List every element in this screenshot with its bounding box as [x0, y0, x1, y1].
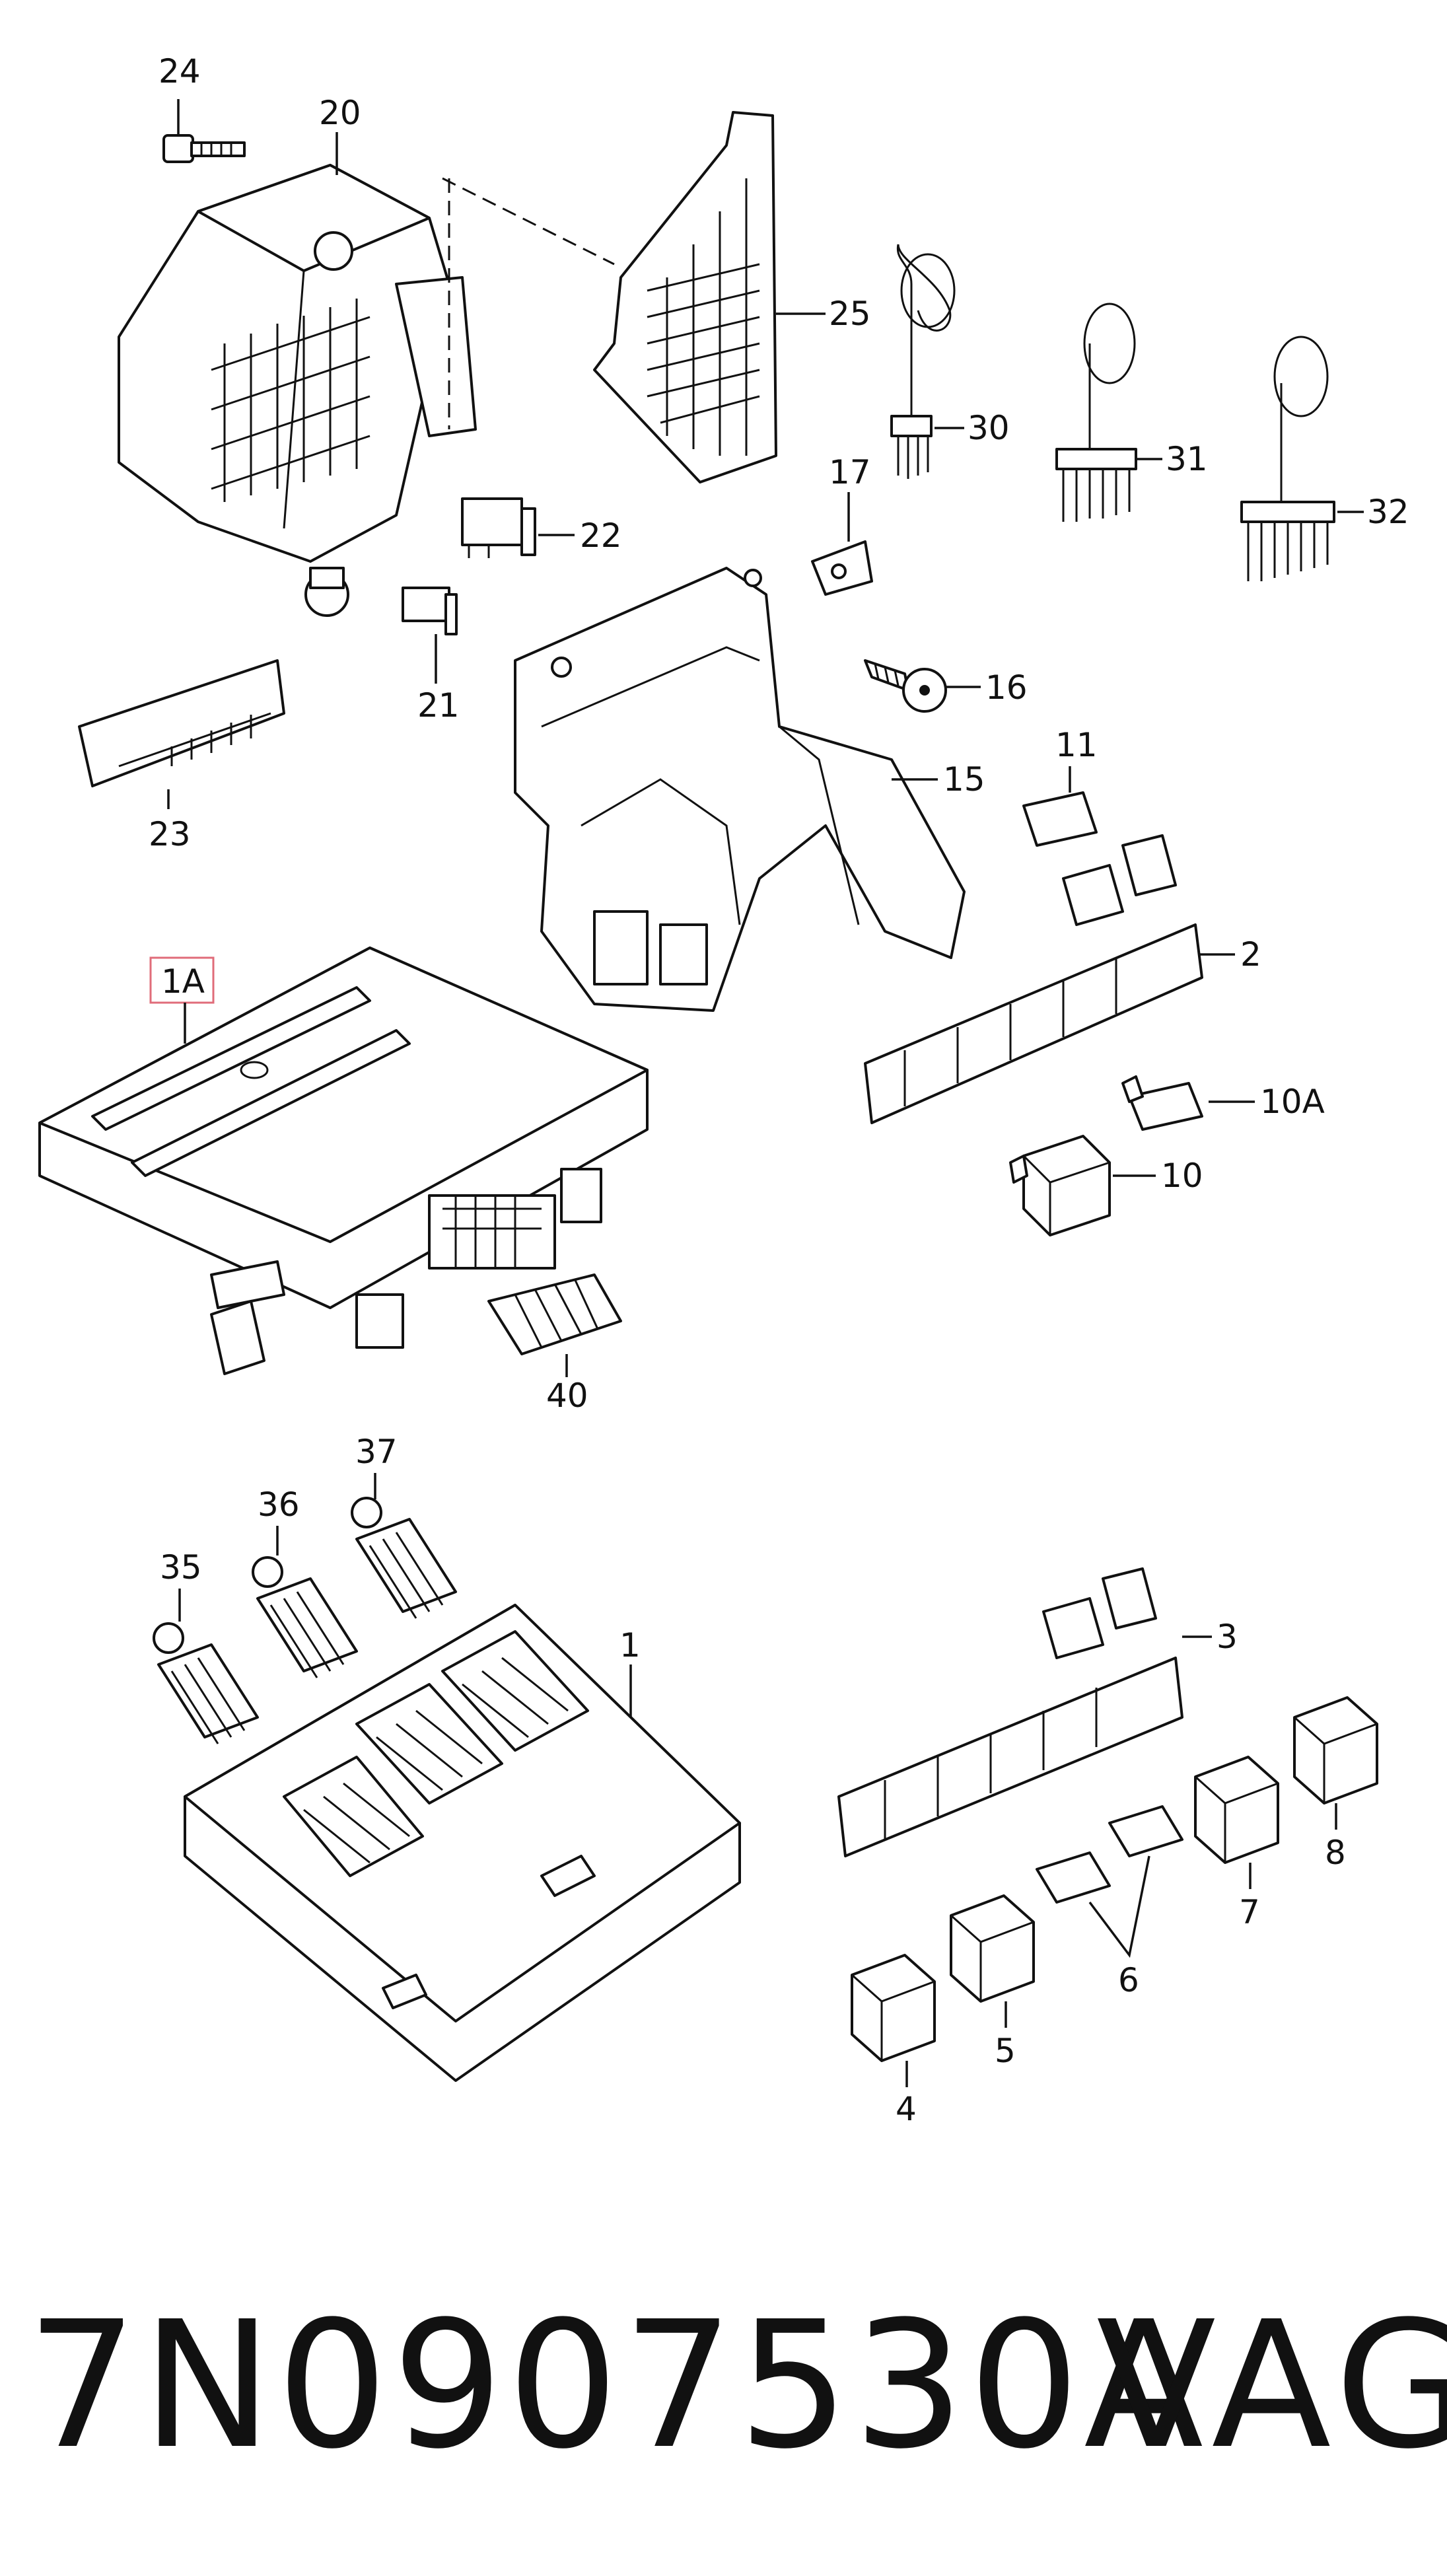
screw-part-16: [864, 659, 947, 713]
relay-part-4: [851, 1954, 936, 2062]
relay-part-10: [1009, 1135, 1111, 1236]
connector-part-36: [252, 1556, 358, 1678]
fuses-part-6: [1036, 1805, 1183, 1904]
leader-6: [1088, 1855, 1150, 1958]
label-16: 16: [985, 668, 1028, 707]
relay-part-8: [1293, 1696, 1378, 1805]
label-1: 1: [619, 1626, 641, 1664]
label-1A-highlight-box: [149, 956, 215, 1004]
label-5: 5: [995, 2032, 1016, 2070]
label-40: 40: [546, 1377, 588, 1415]
cover-panel-part-25: [593, 111, 777, 483]
fuse-part-22: [461, 497, 536, 558]
connector-part-35: [153, 1622, 259, 1744]
relay-part-11: [1022, 791, 1098, 847]
label-24: 24: [159, 52, 201, 90]
clip-part-17: [811, 540, 873, 596]
fuse-box-carrier-part-20: [118, 164, 477, 617]
relay-part-5: [950, 1894, 1035, 2003]
connector-part-30: [890, 244, 956, 479]
bracket-part-15: [514, 567, 966, 1012]
label-10A: 10A: [1260, 1083, 1325, 1121]
label-20: 20: [319, 94, 361, 132]
label-11: 11: [1055, 726, 1098, 764]
connector-part-32: [1240, 336, 1335, 581]
brand-text: VAG: [1096, 2284, 1447, 2487]
connector-part-31: [1055, 303, 1137, 522]
control-unit-part-1A: [38, 947, 649, 1375]
label-15: 15: [943, 760, 985, 799]
label-1A: 1A: [161, 962, 205, 1001]
mini-fuse-part-21: [402, 587, 458, 635]
label-7: 7: [1239, 1893, 1260, 1931]
bolt-part-24: [162, 134, 246, 163]
connector-part-37: [351, 1497, 457, 1619]
part-number-text: 7N0907530A: [26, 2284, 1208, 2487]
label-21: 21: [417, 686, 460, 725]
label-31: 31: [1166, 440, 1208, 478]
label-32: 32: [1367, 493, 1409, 531]
label-3: 3: [1217, 1618, 1238, 1656]
label-22: 22: [580, 517, 622, 555]
label-2: 2: [1240, 935, 1261, 974]
control-unit-part-1: [184, 1604, 741, 2082]
label-10: 10: [1161, 1157, 1203, 1195]
label-23: 23: [149, 815, 191, 853]
relay-part-7: [1194, 1756, 1279, 1864]
label-6: 6: [1118, 1961, 1139, 1999]
plug-part-40: [487, 1273, 622, 1355]
assembly-line-20-25: [442, 177, 615, 266]
relay-holder-part-3: [837, 1567, 1183, 1857]
label-4: 4: [896, 2090, 917, 2128]
label-37: 37: [355, 1433, 398, 1471]
label-30: 30: [968, 409, 1010, 447]
label-35: 35: [160, 1548, 202, 1587]
relay-holder-part-2: [864, 834, 1203, 1124]
label-36: 36: [258, 1485, 300, 1524]
label-25: 25: [829, 295, 871, 333]
slider-part-23: [78, 659, 285, 787]
label-17: 17: [829, 453, 871, 491]
fuse-part-10A: [1121, 1075, 1203, 1131]
label-8: 8: [1325, 1834, 1346, 1872]
